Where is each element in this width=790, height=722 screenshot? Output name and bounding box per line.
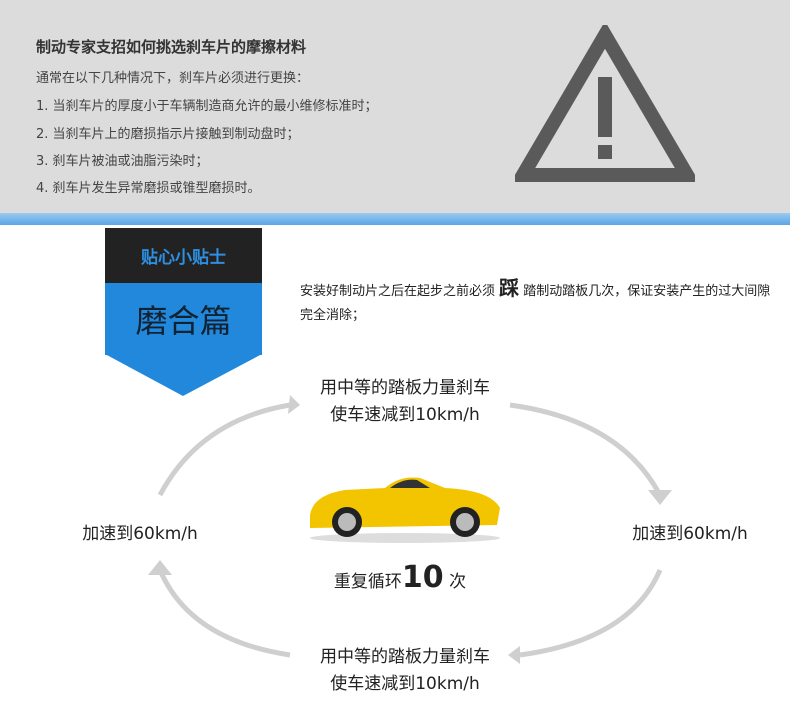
- step-left: 加速到60km/h: [82, 524, 198, 544]
- tip-emphasis: 踩: [499, 276, 520, 300]
- tip-text-part: 踏制动踏板几次，保证安装产生的过大间隙完全消除；: [300, 284, 771, 323]
- step-right: 加速到60km/h: [632, 524, 748, 544]
- arrow-icon: [509, 402, 663, 497]
- banner-item: 3. 刹车片被油或油脂污染时；: [36, 154, 209, 169]
- banner-title: 制动专家支招如何挑选刹车片的摩擦材料: [36, 38, 307, 56]
- repeat-label: 重复循环: [333, 572, 402, 592]
- step-top-line1: 用中等的踏板力量刹车: [320, 378, 490, 398]
- repeat-count: 10: [401, 560, 444, 595]
- tip-text-part: 安装好制动片之后在起步之前必须: [300, 284, 496, 299]
- tip-text: 安装好制动片之后在起步之前必须 踩 踏制动踏板几次，保证安装产生的过大间隙完全消…: [300, 276, 780, 328]
- banner-item: 2. 当刹车片上的磨损指示片接触到制动盘时；: [36, 127, 300, 142]
- divider-strip: [0, 213, 790, 225]
- step-bottom-line2: 使车速减到10km/h: [330, 674, 480, 694]
- arrow-icon: [157, 569, 291, 658]
- repeat-text: 重复循环10 次: [300, 560, 500, 595]
- step-bottom-line1: 用中等的踏板力量刹车: [320, 647, 490, 667]
- car-image: [310, 477, 500, 543]
- step-top-line2: 使车速减到10km/h: [330, 405, 480, 425]
- repeat-unit: 次: [449, 572, 467, 592]
- arrow-icon: [157, 402, 291, 497]
- banner-item: 1. 当刹车片的厚度小于车辆制造商允许的最小维修标准时；: [36, 99, 378, 114]
- chevron-down-icon: [105, 354, 262, 396]
- banner-intro: 通常在以下几种情况下，刹车片必须进行更换：: [36, 71, 310, 86]
- arrow-icon: [519, 569, 663, 658]
- banner-item: 4. 刹车片发生异常磨损或锥型磨损时。: [36, 181, 261, 196]
- tips-label: 贴心小贴士: [105, 228, 262, 283]
- section-label: 磨合篇: [105, 283, 262, 355]
- warning-icon: [515, 25, 695, 182]
